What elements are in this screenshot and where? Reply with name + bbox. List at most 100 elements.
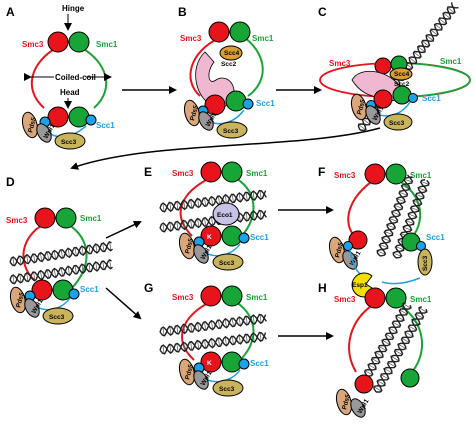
dna-base-pair — [252, 333, 255, 343]
scc1-c-term — [416, 241, 426, 251]
scc1-label: Scc1 — [250, 359, 269, 368]
smc1-label: Smc1 — [440, 57, 462, 66]
dna-base-pair — [407, 213, 417, 218]
dna-base-pair — [218, 195, 220, 205]
smc3-label: Smc3 — [329, 59, 351, 68]
dna-base-pair — [379, 244, 389, 249]
pds5-subunit — [178, 232, 196, 260]
scc3-label: Scc3 — [223, 128, 239, 135]
smc3-label: Smc3 — [180, 34, 202, 43]
dna-base-pair — [88, 245, 91, 255]
dna-base-pair — [259, 210, 262, 220]
dna-base-pair — [46, 251, 50, 261]
panel-label-g: G — [144, 281, 153, 295]
panel-e: E Smc3 Smc1 Eco1 K Scc1 Pds5 Wpl1 Scc3 — [144, 161, 269, 271]
smc3-head — [31, 279, 53, 301]
dna-base-pair — [410, 207, 420, 211]
dna-base-pair — [12, 256, 15, 266]
dna-base-pair — [409, 57, 417, 64]
dna-base-pair — [12, 274, 15, 284]
dna-base-pair — [418, 187, 427, 192]
smc1-hinge — [221, 161, 243, 183]
wpl1-subunit — [36, 123, 52, 143]
acetyl-k-label: K — [207, 234, 212, 241]
dna-base-pair — [183, 324, 186, 334]
scc3-label: Scc3 — [49, 314, 65, 321]
dna-base-pair — [413, 200, 422, 205]
dna-base-pair — [176, 343, 179, 353]
smc1-hinge — [68, 31, 90, 53]
smc1-head — [392, 85, 412, 105]
dna-base-pair — [403, 178, 413, 183]
dna-double-helix-2 — [392, 179, 430, 259]
smc3-hinge — [47, 31, 69, 53]
wpl1-subunit — [365, 105, 381, 125]
dna-base-pair — [74, 247, 77, 257]
dna-strand-1 — [159, 314, 267, 337]
smc1-hinge — [221, 285, 243, 307]
panel-a: A Hinge Smc3 Smc1 Coiled-coil Head Scc1 … — [6, 4, 118, 150]
dna-base-pair — [384, 368, 393, 374]
dna-base-pair — [259, 190, 262, 200]
dna-base-pair — [211, 196, 213, 206]
wpl1-subunit — [193, 370, 209, 390]
dna-double-helix-1 — [159, 313, 267, 337]
dna-base-pair — [402, 303, 411, 309]
dna-base-pair — [392, 252, 402, 257]
dna-base-pair — [60, 267, 63, 277]
smc1-ring — [394, 62, 471, 98]
dna-base-pair — [162, 223, 165, 233]
dna-base-pair — [420, 180, 430, 185]
pds5-label: Pds5 — [189, 104, 200, 121]
arrow-d-to-g — [105, 287, 142, 320]
dna-base-pair — [211, 338, 213, 348]
smc3-head — [354, 374, 374, 394]
smc1-label: Smc1 — [246, 293, 268, 302]
pds5-subunit — [9, 286, 27, 314]
dna-base-pair — [385, 333, 394, 339]
dna-double-helix-1 — [376, 174, 414, 257]
smc3-arm — [348, 303, 375, 373]
wpl1-subunit — [24, 298, 40, 318]
dna-base-pair — [88, 263, 91, 273]
dna-base-pair — [211, 216, 213, 226]
smc1-arm — [235, 301, 255, 363]
scc1-c-term — [238, 358, 250, 370]
dna-base-pair — [368, 364, 377, 370]
smc1-label: Smc1 — [410, 171, 432, 180]
dna-base-pair — [394, 204, 403, 209]
eco1-label: Eco1 — [217, 212, 233, 219]
dna-base-pair — [26, 272, 29, 282]
pds5-label: Pds5 — [184, 237, 195, 254]
smc3-hinge — [200, 161, 222, 183]
dna-base-pair — [33, 271, 36, 281]
smc1-label: Smc1 — [410, 295, 432, 304]
dna-base-pair — [162, 327, 165, 337]
scc1-n-fragment — [349, 249, 361, 275]
dna-base-pair — [245, 192, 248, 202]
dna-base-pair — [415, 313, 424, 319]
scc3-subunit — [212, 253, 244, 271]
scc4-label: Scc4 — [394, 71, 410, 78]
dna-base-pair — [67, 248, 70, 258]
smc1-arm — [244, 37, 264, 97]
dna-base-pair — [245, 212, 248, 222]
pds5-label: Pds5 — [27, 116, 38, 133]
dna-base-pair — [259, 332, 262, 342]
panel-label-h: H — [318, 281, 327, 295]
dna-base-pair — [381, 237, 391, 242]
smc3-label: Smc3 — [172, 293, 194, 302]
scc1-label: Scc1 — [96, 121, 115, 130]
scc3-label: Scc3 — [219, 386, 235, 393]
scc1-label: Scc1 — [256, 99, 275, 108]
scc3-subunit — [216, 121, 248, 139]
dna-strand-1 — [9, 242, 113, 267]
dna-base-pair — [26, 254, 29, 264]
scc3-label: Scc3 — [422, 255, 429, 271]
smc3-label: Smc3 — [6, 216, 28, 225]
smc1-arm — [67, 223, 88, 289]
dna-base-pair — [259, 314, 262, 324]
dna-base-pair — [396, 198, 406, 203]
dna-base-pair — [197, 218, 200, 228]
pds5-subunit — [21, 111, 39, 139]
